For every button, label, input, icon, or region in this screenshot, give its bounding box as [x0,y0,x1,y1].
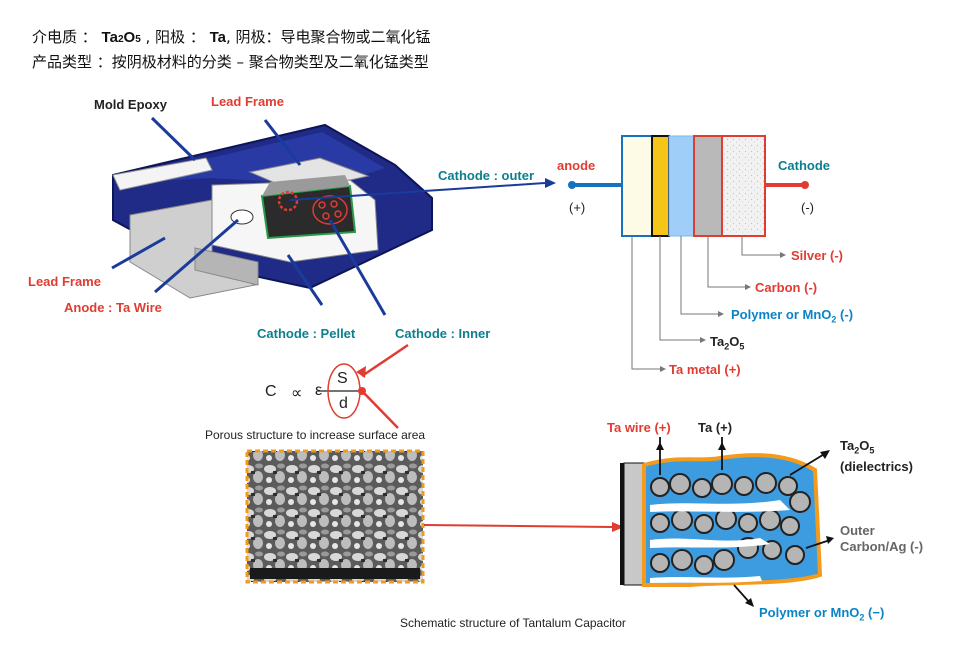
formula-d: d [339,395,348,412]
label-carbon: Carbon (-) [755,280,818,295]
label-polymer: Polymer or MnO2 (-) [731,307,854,325]
header-anode-label: , 阳极 ： [140,28,210,46]
pellet-top [262,175,350,196]
leader-silver [741,236,780,256]
sem-to-schematic-arrow [423,524,613,528]
header-line-2: 产品类型 ：按阴极材料的分类 – 聚合物类型及二氧化锰类型 [32,53,429,71]
label-ta2o5: Ta2O5 [710,334,745,352]
capacitance-formula [318,343,409,429]
sem-porous-image [245,449,425,584]
label-cathode-outer: Cathode : outer [438,168,535,183]
formula-epsilon: ε [315,382,323,399]
label-cathode-inner: Cathode : Inner [395,326,491,341]
header-cathode-text: , 阴极：导电聚合物或二氧化锰 [226,28,431,46]
label-dielectrics: Ta2O5 (dielectrics) [840,438,913,474]
formula-pointer-up [361,343,409,378]
formula-proportional: ∝ [291,385,303,402]
layer-ta-metal [621,135,653,237]
cathode-terminal [801,181,809,189]
pores [650,500,790,583]
layer-leader-arrowheads [660,252,786,372]
pointer-anode-wire [154,218,239,294]
capacitor-package [112,123,433,299]
label-cathode-pellet: Cathode : Pellet [257,326,356,341]
pointer-cathode-outer-arrowhead [545,178,556,188]
header-line-1: 介电质 ： Ta2O5 , 阳极 ： Ta, 阴极：导电聚合物或二氧化锰 [32,26,431,47]
leader-carbon [707,236,745,288]
label-anode: anode [557,158,596,173]
schematic-cross-section [620,453,823,587]
pointer-cathode-outer [289,182,546,201]
label-schematic-polymer: Polymer or MnO2 (−) [759,605,885,623]
label-silver: Silver (-) [791,248,844,263]
ta-wire [623,462,645,586]
layer-polymer [668,135,695,237]
package-pointers [111,116,387,316]
leader-ta2o5 [659,236,700,341]
label-cathode: Cathode [778,158,830,173]
label-cathode-sign: (-) [801,200,814,215]
schematic-arrowheads [656,442,834,607]
pointer-cathode-inner [328,219,387,316]
header-anode-ta: Ta [209,29,226,46]
pointer-lead-frame-left [111,236,166,270]
lead-frame-top-strip [112,157,213,191]
header-dielectric-label: 介电质 ： [32,28,102,46]
pointer-mold-epoxy [150,116,197,162]
label-ta-wire: Ta wire (+) [607,420,671,435]
outer-cathode-marker [277,190,299,212]
layer-leaders [631,236,780,370]
inner-cathode-marker [312,195,348,225]
leader-polymer [680,236,718,315]
anode-terminal [568,181,576,189]
label-lead-frame-left: Lead Frame [28,274,101,289]
label-anode-ta-wire: Anode : Ta Wire [64,300,162,315]
label-mold-epoxy: Mold Epoxy [94,97,167,112]
header-sub-5: 5 [135,34,141,45]
label-lead-frame-top: Lead Frame [211,94,284,109]
layer-stack [568,135,809,237]
sem-info-bar [250,568,420,579]
header-sub-2: 2 [117,34,124,45]
label-ta-plus: Ta (+) [698,420,733,435]
label-ta-metal: Ta metal (+) [669,362,741,377]
ta-particles [650,472,811,575]
formula-pointer-down [361,390,399,429]
formula-c: C [265,383,277,400]
label-anode-sign: (+) [569,200,586,215]
schematic-caption: Schematic structure of Tantalum Capacito… [400,616,626,630]
layer-carbon [693,135,723,237]
header-o-text: O [123,29,136,46]
layer-silver [721,135,766,237]
lead-frame-left-foot [194,247,259,286]
porous-caption: Porous structure to increase surface are… [205,428,426,442]
leader-ta-metal [631,236,660,370]
pointer-lead-frame-top [263,119,302,166]
layer-ta2o5 [651,135,670,237]
pointer-cathode-pellet [286,254,324,306]
formula-s: S [337,370,348,387]
header-ta-text: Ta [101,29,118,46]
